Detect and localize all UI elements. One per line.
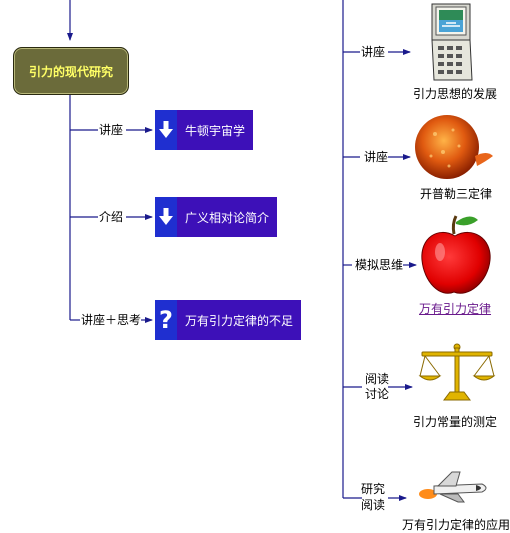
link-box-gravity-law-limits[interactable]: ? 万有引力定律的不足 xyxy=(155,300,302,340)
caption-universal-gravitation-link[interactable]: 万有引力定律 xyxy=(419,302,492,316)
edge-label-lecture-3: 讲座 xyxy=(364,150,389,164)
download-arrow-icon xyxy=(155,197,177,237)
space-shuttle-icon[interactable] xyxy=(418,464,492,507)
question-mark-icon: ? xyxy=(155,300,177,340)
edge-label-lecture-thinking: 讲座＋思考 xyxy=(81,313,142,327)
link-box-general-relativity[interactable]: 广义相对论简介 xyxy=(155,197,278,237)
edge-label-research: 研究 xyxy=(361,482,386,496)
link-box-label: 广义相对论简介 xyxy=(185,210,270,225)
edge-label-discuss: 讨论 xyxy=(365,387,390,401)
edge-label-intro: 介绍 xyxy=(99,210,124,224)
caption-gravitational-constant: 引力常量的测定 xyxy=(413,415,498,429)
caption-kepler-laws: 开普勒三定律 xyxy=(420,187,493,201)
computer-terminal-icon[interactable] xyxy=(430,2,474,85)
root-node[interactable]: 引力的现代研究 xyxy=(13,47,129,95)
edge-label-simulated-thinking: 模拟思维 xyxy=(355,258,404,272)
edge-label-lecture-2: 讲座 xyxy=(361,45,386,59)
edge-label-lecture-1: 讲座 xyxy=(99,123,124,137)
caption-gravity-ideas: 引力思想的发展 xyxy=(413,87,498,101)
caption-gravitation-applications: 万有引力定律的应用 xyxy=(402,518,510,532)
root-node-label: 引力的现代研究 xyxy=(28,64,113,79)
sun-icon[interactable] xyxy=(413,112,499,185)
link-box-label: 万有引力定律的不足 xyxy=(185,313,294,328)
balance-scale-icon[interactable] xyxy=(416,342,498,407)
download-arrow-icon xyxy=(155,110,177,150)
link-box-label: 牛顿宇宙学 xyxy=(185,123,246,138)
link-box-newton-cosmology[interactable]: 牛顿宇宙学 xyxy=(155,110,254,150)
apple-icon[interactable] xyxy=(418,212,494,301)
edge-label-read-2: 阅读 xyxy=(361,498,386,512)
edge-label-read: 阅读 xyxy=(365,372,390,386)
